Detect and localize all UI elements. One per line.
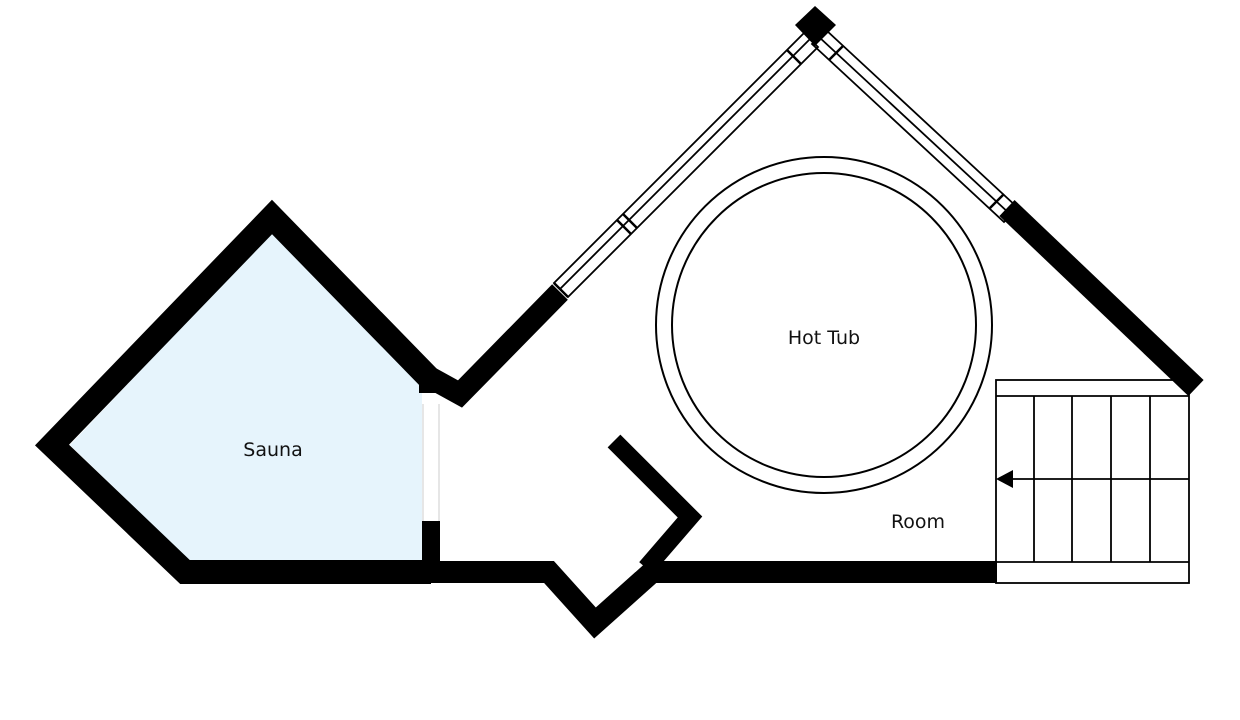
left-window — [552, 31, 820, 299]
right-window — [810, 28, 1020, 224]
hot-tub — [655, 156, 993, 494]
hot-tub-label: Hot Tub — [788, 327, 860, 349]
main-wall-notch — [425, 284, 568, 408]
stairs — [995, 379, 1190, 584]
sauna-floor — [70, 232, 422, 560]
room-label: Room — [891, 511, 945, 533]
bay-wall — [607, 434, 703, 574]
stairs-direction-arrow-icon — [996, 470, 1013, 488]
sauna-label: Sauna — [243, 439, 302, 461]
main-wall-bottom — [431, 561, 997, 639]
sauna-doorway — [422, 404, 440, 521]
roof-peak-wall — [795, 6, 836, 46]
main-wall-right — [999, 200, 1204, 396]
